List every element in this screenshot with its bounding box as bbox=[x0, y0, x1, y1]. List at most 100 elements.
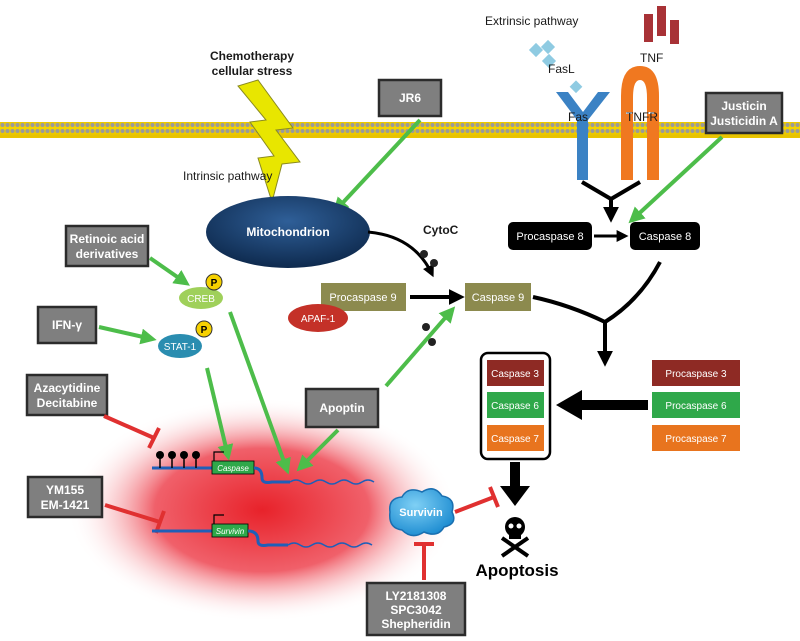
stat1-phospho-icon bbox=[195, 320, 213, 338]
chemotherapy-label-2: cellular stress bbox=[212, 64, 293, 78]
fas-label: Fas bbox=[568, 110, 588, 124]
jr6-arrow bbox=[332, 118, 422, 214]
jr6-label: JR6 bbox=[399, 91, 421, 105]
procaspase3-label: Procaspase 3 bbox=[665, 369, 727, 380]
ly2181308-label-3: Shepheridin bbox=[381, 617, 450, 631]
skull-crossbones-icon bbox=[500, 517, 530, 558]
caspase3-box bbox=[487, 360, 544, 386]
caspase-gene bbox=[152, 451, 375, 485]
stat1-label: STAT-1 bbox=[164, 342, 197, 353]
procaspase8-label: Procaspase 8 bbox=[516, 231, 583, 243]
caspase9-label: Caspase 9 bbox=[472, 292, 525, 304]
procaspase3-box bbox=[652, 360, 740, 386]
procaspase6-label: Procaspase 6 bbox=[665, 401, 727, 412]
cytoc-molecule-icons bbox=[420, 250, 438, 346]
ym155-box bbox=[26, 475, 104, 519]
caspase7-label: Caspase 7 bbox=[491, 434, 539, 445]
caspase8-box bbox=[630, 222, 700, 250]
retinoic-acid-box bbox=[64, 224, 150, 268]
azacytidine-inhibition-bar bbox=[147, 427, 161, 449]
creb-phospho-label: P bbox=[211, 278, 218, 289]
tnfr-label: TNFR bbox=[626, 110, 658, 124]
intrinsic-pathway-label: Intrinsic pathway bbox=[183, 169, 272, 183]
apoptosis-arrowhead bbox=[500, 486, 530, 506]
retinoic-acid-arrow bbox=[148, 256, 190, 286]
survivin-gene-label: Survivin bbox=[216, 527, 245, 536]
caspase6-label: Caspase 6 bbox=[491, 401, 539, 412]
cytoc-label: CytoC bbox=[423, 223, 459, 237]
procaspase9-box bbox=[321, 283, 406, 311]
ly2181308-box bbox=[365, 581, 467, 637]
retinoic-acid-label-1: Retinoic acid bbox=[70, 232, 145, 246]
mitochondrion bbox=[206, 196, 370, 268]
nucleus bbox=[67, 398, 457, 622]
azacytidine-label-2: Decitabine bbox=[37, 396, 98, 410]
caspase8-label: Caspase 8 bbox=[639, 231, 692, 243]
survivin-inhibition-bar bbox=[488, 486, 500, 508]
survivin-gene bbox=[152, 514, 373, 548]
azacytidine-label-1: Azacytidine bbox=[34, 381, 101, 395]
ym155-inhibition-line bbox=[104, 503, 161, 524]
ifn-gamma-box bbox=[36, 305, 98, 345]
ly2181308-label-2: SPC3042 bbox=[390, 603, 442, 617]
apoptosis-label: Apoptosis bbox=[475, 561, 558, 580]
stat1-to-caspase-arrow bbox=[205, 367, 234, 461]
stat1-ellipse bbox=[158, 334, 202, 358]
ifn-gamma-label: IFN-γ bbox=[52, 318, 82, 332]
ly2181308-label-1: LY2181308 bbox=[386, 589, 447, 603]
apaf1-label: APAF-1 bbox=[301, 314, 336, 325]
procaspase9-label: Procaspase 9 bbox=[329, 292, 396, 304]
extrinsic-pathway-label: Extrinsic pathway bbox=[485, 14, 578, 28]
azacytidine-box bbox=[25, 373, 109, 417]
procaspase6-box bbox=[652, 392, 740, 418]
tnf-label: TNF bbox=[640, 51, 663, 65]
procaspase7-label: Procaspase 7 bbox=[665, 434, 727, 445]
caspase7-box bbox=[487, 425, 544, 451]
ym155-label-1: YM155 bbox=[46, 483, 84, 497]
apaf1-ellipse bbox=[288, 304, 348, 332]
justicin-label-1: Justicin bbox=[721, 99, 766, 113]
azacytidine-inhibition-line bbox=[103, 414, 155, 440]
apoptin-box bbox=[304, 387, 380, 429]
chemotherapy-label-1: Chemotherapy bbox=[210, 49, 294, 63]
retinoic-acid-label-2: derivatives bbox=[76, 247, 139, 261]
procaspase-arrowhead bbox=[556, 390, 582, 420]
caspase-gene-label: Caspase bbox=[217, 464, 249, 473]
tnf-ligand-icon bbox=[644, 6, 679, 44]
caspase-convergence-arrow bbox=[532, 261, 662, 362]
cell-membrane bbox=[0, 122, 800, 138]
receptor-convergence-arrow bbox=[580, 180, 642, 218]
procaspase7-box bbox=[652, 425, 740, 451]
mitochondrion-label: Mitochondrion bbox=[246, 225, 329, 239]
creb-label: CREB bbox=[187, 294, 215, 305]
survivin-label: Survivin bbox=[399, 507, 443, 519]
caspase3-label: Caspase 3 bbox=[491, 369, 539, 380]
tnfr-receptor-icon bbox=[621, 66, 659, 180]
justicin-label-2: Justicidin A bbox=[710, 114, 778, 128]
apoptin-label: Apoptin bbox=[319, 401, 364, 415]
creb-ellipse bbox=[179, 287, 223, 309]
apoptin-to-caspase-gene-arrow bbox=[296, 428, 340, 472]
justicin-arrow bbox=[628, 135, 724, 224]
caspase6-box bbox=[487, 392, 544, 418]
creb-to-caspase-arrow bbox=[228, 311, 291, 475]
lightning-bolt-icon bbox=[237, 79, 301, 204]
ym155-inhibition-bar bbox=[154, 510, 166, 534]
fasl-label: FasL bbox=[548, 62, 575, 76]
justicin-box bbox=[704, 91, 784, 135]
caspase9-box bbox=[465, 283, 531, 311]
fasl-ligand-icon bbox=[528, 39, 583, 94]
cytoc-release-arrow bbox=[367, 230, 434, 278]
procaspase8-box bbox=[508, 222, 592, 250]
survivin-cloud bbox=[389, 488, 455, 537]
jr6-box bbox=[377, 78, 443, 118]
ym155-label-2: EM-1421 bbox=[41, 498, 90, 512]
apoptin-to-casp9-arrow bbox=[384, 306, 456, 388]
ifn-gamma-arrow bbox=[98, 325, 157, 345]
creb-phospho-icon bbox=[205, 273, 223, 291]
fas-receptor-icon bbox=[556, 92, 610, 180]
survivin-inhibition-line bbox=[454, 495, 495, 514]
stat1-phospho-label: P bbox=[201, 325, 208, 336]
